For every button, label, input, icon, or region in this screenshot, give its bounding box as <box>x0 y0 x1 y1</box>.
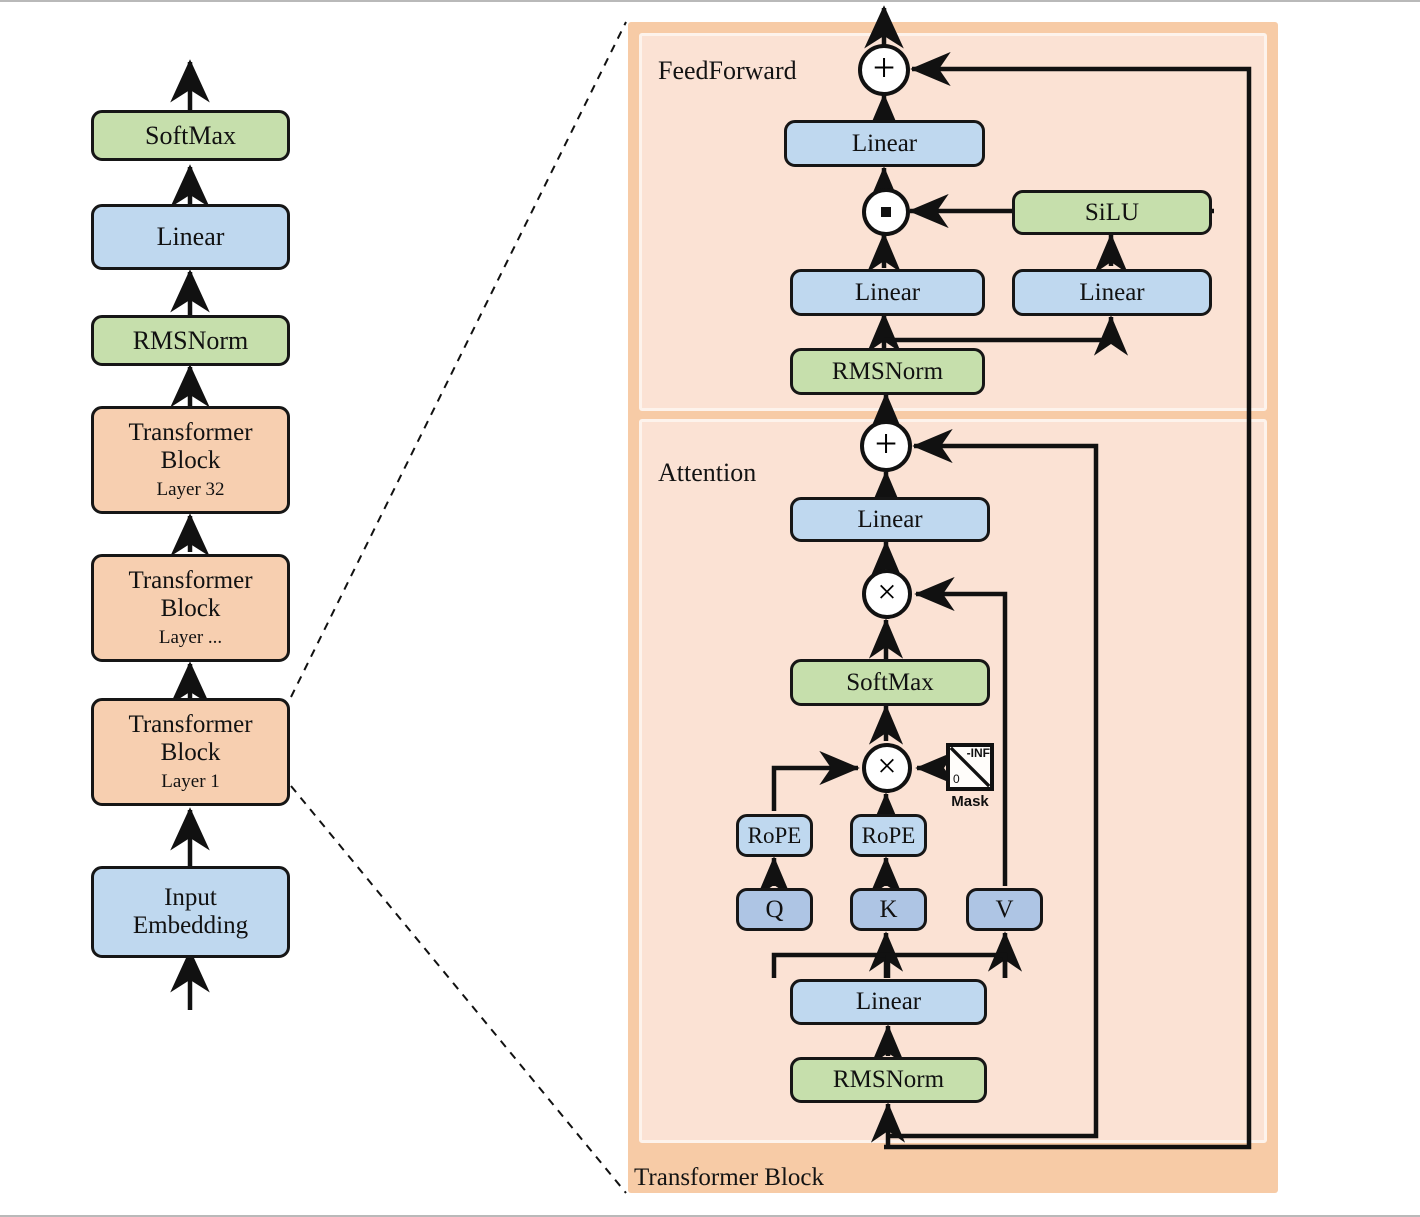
stack-node-linear[interactable]: Linear <box>91 204 290 270</box>
node-label: Linear <box>1079 278 1145 306</box>
attention-k[interactable]: K <box>850 888 927 931</box>
stack-node-transformer-block-1[interactable]: Transformer Block Layer 1 <box>91 698 290 806</box>
feedforward-rmsnorm[interactable]: RMSNorm <box>790 348 985 395</box>
mask-high-value: -INF <box>966 746 990 760</box>
mask-caption: Mask <box>951 793 989 810</box>
feedforward-add-op[interactable]: + <box>858 44 910 96</box>
node-label: RMSNorm <box>831 357 944 385</box>
attention-rope-k[interactable]: RoPE <box>850 814 927 857</box>
node-label: RoPE <box>747 822 802 848</box>
matmul-symbol: × <box>877 747 897 785</box>
node-label: Transformer Block <box>128 567 253 623</box>
node-label: SiLU <box>1084 198 1140 226</box>
node-label: Transformer Block <box>128 711 253 767</box>
node-label: Linear <box>857 505 923 533</box>
node-sublabel: Layer 32 <box>156 479 225 501</box>
feedforward-multiply-op[interactable] <box>862 188 910 236</box>
node-label: SoftMax <box>846 668 934 696</box>
stack-node-transformer-block-dots[interactable]: Transformer Block Layer ... <box>91 554 290 662</box>
add-symbol: + <box>872 44 896 90</box>
node-label: Linear <box>855 988 922 1015</box>
dot-product-symbol <box>881 207 891 217</box>
node-label: Linear <box>156 222 225 252</box>
attention-rmsnorm[interactable]: RMSNorm <box>790 1057 987 1103</box>
stack-node-input-embedding[interactable]: Input Embedding <box>91 866 290 958</box>
attention-add-op[interactable]: + <box>860 420 912 472</box>
attention-rope-q[interactable]: RoPE <box>736 814 813 857</box>
attention-softmax[interactable]: SoftMax <box>790 659 990 706</box>
node-label: K <box>879 895 898 923</box>
attention-v[interactable]: V <box>966 888 1043 931</box>
stack-node-softmax[interactable]: SoftMax <box>91 110 290 161</box>
feedforward-silu[interactable]: SiLU <box>1012 190 1212 235</box>
node-label: RMSNorm <box>132 325 249 355</box>
feedforward-gate-linear[interactable]: Linear <box>790 269 985 316</box>
attention-section-label: Attention <box>658 458 757 487</box>
node-label: V <box>995 895 1014 923</box>
mask-low-value: 0 <box>953 772 960 786</box>
feedforward-output-linear[interactable]: Linear <box>784 120 985 167</box>
matmul-symbol: × <box>877 573 897 611</box>
node-label: SoftMax <box>145 120 236 150</box>
node-label: Q <box>765 895 784 923</box>
node-label: Linear <box>854 278 921 306</box>
node-label: Linear <box>851 129 918 157</box>
node-label: RoPE <box>861 822 916 848</box>
add-symbol: + <box>874 420 898 466</box>
attention-q[interactable]: Q <box>736 888 813 931</box>
node-label: RMSNorm <box>832 1066 945 1093</box>
causal-mask-icon: 0 -INF <box>946 743 994 791</box>
node-sublabel: Layer ... <box>158 627 223 649</box>
attention-scores-value-matmul-op[interactable]: × <box>862 569 912 619</box>
feedforward-up-linear[interactable]: Linear <box>1012 269 1212 316</box>
stack-node-transformer-block-32[interactable]: Transformer Block Layer 32 <box>91 406 290 514</box>
node-label: Input Embedding <box>132 884 249 939</box>
node-label: Transformer Block <box>128 419 253 475</box>
transformer-block-panel-label: Transformer Block <box>634 1164 825 1191</box>
stack-node-rmsnorm[interactable]: RMSNorm <box>91 315 290 366</box>
feedforward-section-label: FeedForward <box>658 56 797 85</box>
node-sublabel: Layer 1 <box>161 771 220 793</box>
attention-qk-matmul-op[interactable]: × <box>862 743 912 793</box>
attention-output-linear[interactable]: Linear <box>790 497 990 542</box>
attention-qkv-linear[interactable]: Linear <box>790 979 987 1025</box>
